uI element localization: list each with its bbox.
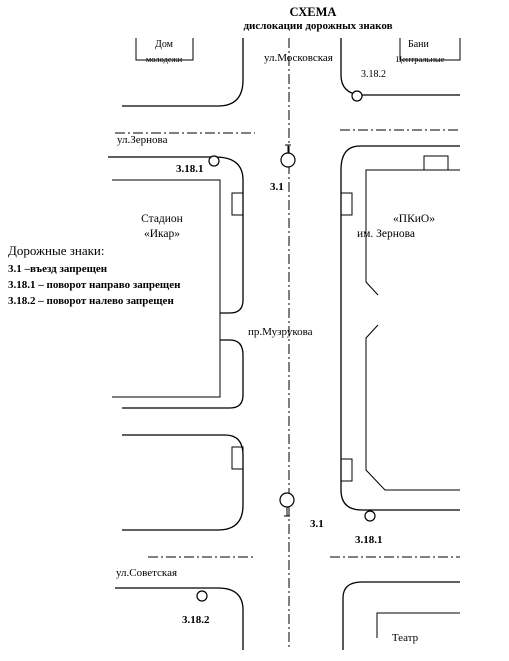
sign-3-18-2-bottom-label: 3.18.2	[182, 614, 210, 626]
sign-3-18-1-bottom: 3.18.1	[355, 510, 383, 546]
sign-3-1-bottom: 3.1	[279, 492, 324, 530]
stadium-label-1: Стадион	[141, 213, 183, 225]
park-block: «ПКиО» им. Зернова	[340, 145, 460, 511]
theatre-label: Театр	[392, 632, 419, 644]
legend-item: 3.18.1 – поворот направо запрещен	[8, 279, 181, 291]
park-label-2: им. Зернова	[357, 228, 415, 240]
stadium-label-2: «Икар»	[144, 228, 180, 240]
legend-item-code: 3.18.1	[8, 279, 36, 291]
legend-item-code: 3.18.2	[8, 295, 36, 307]
legend-item: 3.18.2 – поворот налево запрещен	[8, 295, 174, 307]
curb-top-left	[122, 38, 244, 107]
curb-bottom-left	[115, 587, 244, 650]
lower-left-block	[122, 434, 244, 531]
theatre-block: Театр	[342, 581, 460, 650]
stadium-block: Стадион «Икар»	[108, 156, 244, 409]
sign-3-18-1-bottom-label: 3.18.1	[355, 534, 383, 546]
dom-molodezhi-building: Дом молодежи	[135, 38, 194, 64]
legend-heading: Дорожные знаки:	[8, 243, 104, 258]
bani-building: Бани Центральные	[396, 38, 461, 64]
sign-3-1-top: 3.1	[270, 144, 296, 193]
dom-molodezhi-label-2: молодежи	[146, 54, 183, 64]
sign-3-18-1-top: 3.18.1	[176, 155, 220, 175]
legend-item: 3.1 –въезд запрещен	[8, 263, 108, 275]
sign-3-18-2-bottom: 3.18.2	[182, 590, 210, 626]
street-label-moskovskaya: ул.Московская	[264, 52, 333, 64]
bani-label-1: Бани	[408, 39, 430, 50]
legend-item-text: –въезд запрещен	[22, 263, 108, 275]
dom-molodezhi-label-1: Дом	[155, 39, 174, 50]
street-label-sovetskaya: ул.Советская	[116, 567, 177, 579]
scheme-subtitle: дислокации дорожных знаков	[243, 20, 392, 32]
sign-3-18-2-top: 3.18.2	[351, 69, 386, 102]
legend-item-code: 3.1	[8, 263, 22, 275]
bani-label-2: Центральные	[396, 54, 445, 64]
sign-3-1-bottom-label: 3.1	[310, 518, 324, 530]
legend-item-text: – поворот направо запрещен	[36, 279, 182, 291]
park-label-1: «ПКиО»	[393, 213, 435, 225]
sign-3-1-top-label: 3.1	[270, 181, 284, 193]
sign-3-18-2-top-label: 3.18.2	[361, 69, 386, 80]
sign-3-18-1-top-label: 3.18.1	[176, 163, 204, 175]
scheme-title: СХЕМА	[290, 5, 337, 19]
street-label-zernova: ул.Зернова	[117, 134, 168, 146]
legend-item-text: – поворот налево запрещен	[36, 295, 175, 307]
street-label-muzrukova: пр.Музрукова	[248, 326, 313, 338]
legend: Дорожные знаки: 3.1 –въезд запрещен 3.18…	[8, 243, 181, 307]
